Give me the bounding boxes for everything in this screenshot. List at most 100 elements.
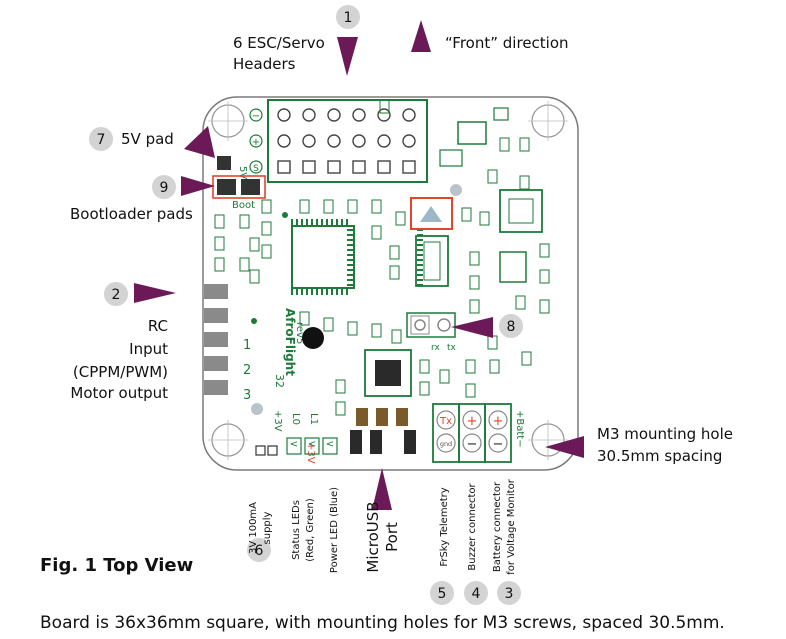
label-usb-2: Port bbox=[383, 522, 401, 552]
front-arrow-marker bbox=[410, 197, 453, 230]
header-pin bbox=[277, 160, 291, 174]
footer-caption: Board is 36x36mm square, with mounting h… bbox=[40, 613, 725, 633]
passive-part bbox=[391, 329, 402, 344]
header-pin bbox=[327, 134, 341, 148]
rc-pad bbox=[204, 332, 228, 347]
label-rc-2: Input bbox=[129, 340, 168, 358]
header-silk-plus: + bbox=[249, 134, 263, 148]
sensor-chip bbox=[364, 349, 412, 397]
passive-part bbox=[489, 359, 500, 374]
header-pin bbox=[402, 108, 416, 122]
callout-9-number: 9 bbox=[160, 180, 169, 196]
small-sensor-chip bbox=[499, 251, 527, 283]
silk-row1: 1 bbox=[243, 338, 251, 353]
arrow-usb bbox=[372, 468, 392, 510]
battery-plus: + bbox=[493, 414, 504, 429]
silk-minus: − bbox=[252, 111, 260, 122]
svg-text:<: < bbox=[308, 439, 316, 450]
callout-5: 5 bbox=[430, 581, 454, 605]
passive-part bbox=[539, 299, 550, 314]
main-mcu-chip bbox=[291, 219, 423, 295]
passive-part bbox=[469, 299, 480, 314]
label-buzzer: Buzzer connector bbox=[467, 482, 478, 570]
passive-part bbox=[395, 211, 406, 226]
label-supply-2: supply bbox=[262, 511, 273, 544]
passive-part bbox=[371, 225, 382, 240]
passive-part bbox=[335, 401, 346, 416]
passive-part bbox=[261, 221, 272, 236]
microusb-port-pads bbox=[350, 408, 416, 454]
callout-5-number: 5 bbox=[438, 586, 447, 602]
arrow-1 bbox=[337, 37, 358, 76]
header-silk-minus: − bbox=[249, 108, 263, 122]
telemetry-pads bbox=[406, 312, 456, 338]
label-status-2: (Red, Green) bbox=[305, 498, 316, 562]
passive-part bbox=[261, 199, 272, 214]
header-silk-signal: S bbox=[249, 160, 263, 174]
usb-pad bbox=[404, 430, 416, 454]
header-pin bbox=[377, 160, 391, 174]
rc-input-pads bbox=[204, 284, 228, 395]
rc-pad bbox=[204, 308, 228, 323]
silk-boot: Boot bbox=[232, 200, 255, 211]
supply-pads bbox=[255, 445, 278, 456]
passive-part bbox=[239, 214, 250, 229]
via-bottom-left bbox=[251, 403, 263, 415]
header-pin bbox=[377, 108, 391, 122]
label-front: “Front” direction bbox=[445, 34, 569, 52]
passive-part bbox=[249, 269, 260, 284]
callout-3-number: 3 bbox=[505, 586, 514, 602]
header-pin bbox=[327, 160, 341, 174]
passive-part bbox=[515, 295, 526, 310]
silk-batt: +Batt− bbox=[514, 410, 525, 448]
passive-part bbox=[521, 351, 532, 366]
silk-row2: 2 bbox=[243, 363, 251, 378]
passive-part bbox=[371, 199, 382, 214]
rc-pad bbox=[204, 380, 228, 395]
arrow-m3 bbox=[545, 436, 584, 458]
buzzer-plus: + bbox=[467, 414, 478, 429]
silk-signal: S bbox=[253, 164, 259, 174]
passive-part bbox=[249, 237, 260, 252]
label-5v-pad: 5V pad bbox=[121, 130, 174, 148]
buzzer-minus: − bbox=[467, 437, 478, 452]
passive-part bbox=[214, 257, 225, 272]
passive-part bbox=[461, 207, 472, 222]
silk-rev: rev5 bbox=[294, 322, 305, 344]
silk-name-32: 32 bbox=[273, 374, 286, 388]
header-pin bbox=[302, 108, 316, 122]
passive-part bbox=[371, 323, 382, 338]
callout-9: 9 bbox=[152, 175, 176, 199]
callout-4-number: 4 bbox=[472, 586, 481, 602]
mounting-hole-bottom-left bbox=[208, 420, 248, 460]
arrow-7 bbox=[184, 126, 215, 158]
pad-5v bbox=[217, 156, 231, 170]
silk-l0: L0 bbox=[290, 413, 301, 425]
silk-l1: L1 bbox=[308, 413, 319, 425]
silk-name: AfroFlight bbox=[283, 308, 297, 376]
passive-part bbox=[487, 169, 498, 184]
header-pin bbox=[277, 108, 291, 122]
led-dot bbox=[251, 318, 257, 324]
power-led-pad: < bbox=[322, 437, 338, 455]
silk-tx: tx bbox=[447, 343, 457, 353]
flight-controller-board bbox=[202, 96, 579, 471]
label-supply-1: 3V 100mA bbox=[248, 502, 259, 554]
baro-chip bbox=[415, 235, 449, 287]
header-pin bbox=[402, 160, 416, 174]
rc-pad bbox=[204, 284, 228, 299]
passive-part bbox=[469, 251, 480, 266]
label-battery-1: Battery connector bbox=[492, 481, 503, 572]
frsky-telemetry-connector: Tx gnd bbox=[432, 403, 460, 463]
silk-rx: rx bbox=[431, 343, 440, 353]
passive-part bbox=[519, 175, 530, 190]
callout-6-number: 6 bbox=[255, 543, 264, 559]
label-rc-4: Motor output bbox=[70, 384, 168, 402]
passive-part bbox=[323, 317, 334, 332]
silk-plus: + bbox=[252, 137, 260, 148]
usb-tab bbox=[376, 408, 388, 426]
silk-3v: +3V bbox=[305, 442, 316, 464]
via-top-center bbox=[450, 184, 462, 196]
passive-part bbox=[379, 99, 390, 114]
